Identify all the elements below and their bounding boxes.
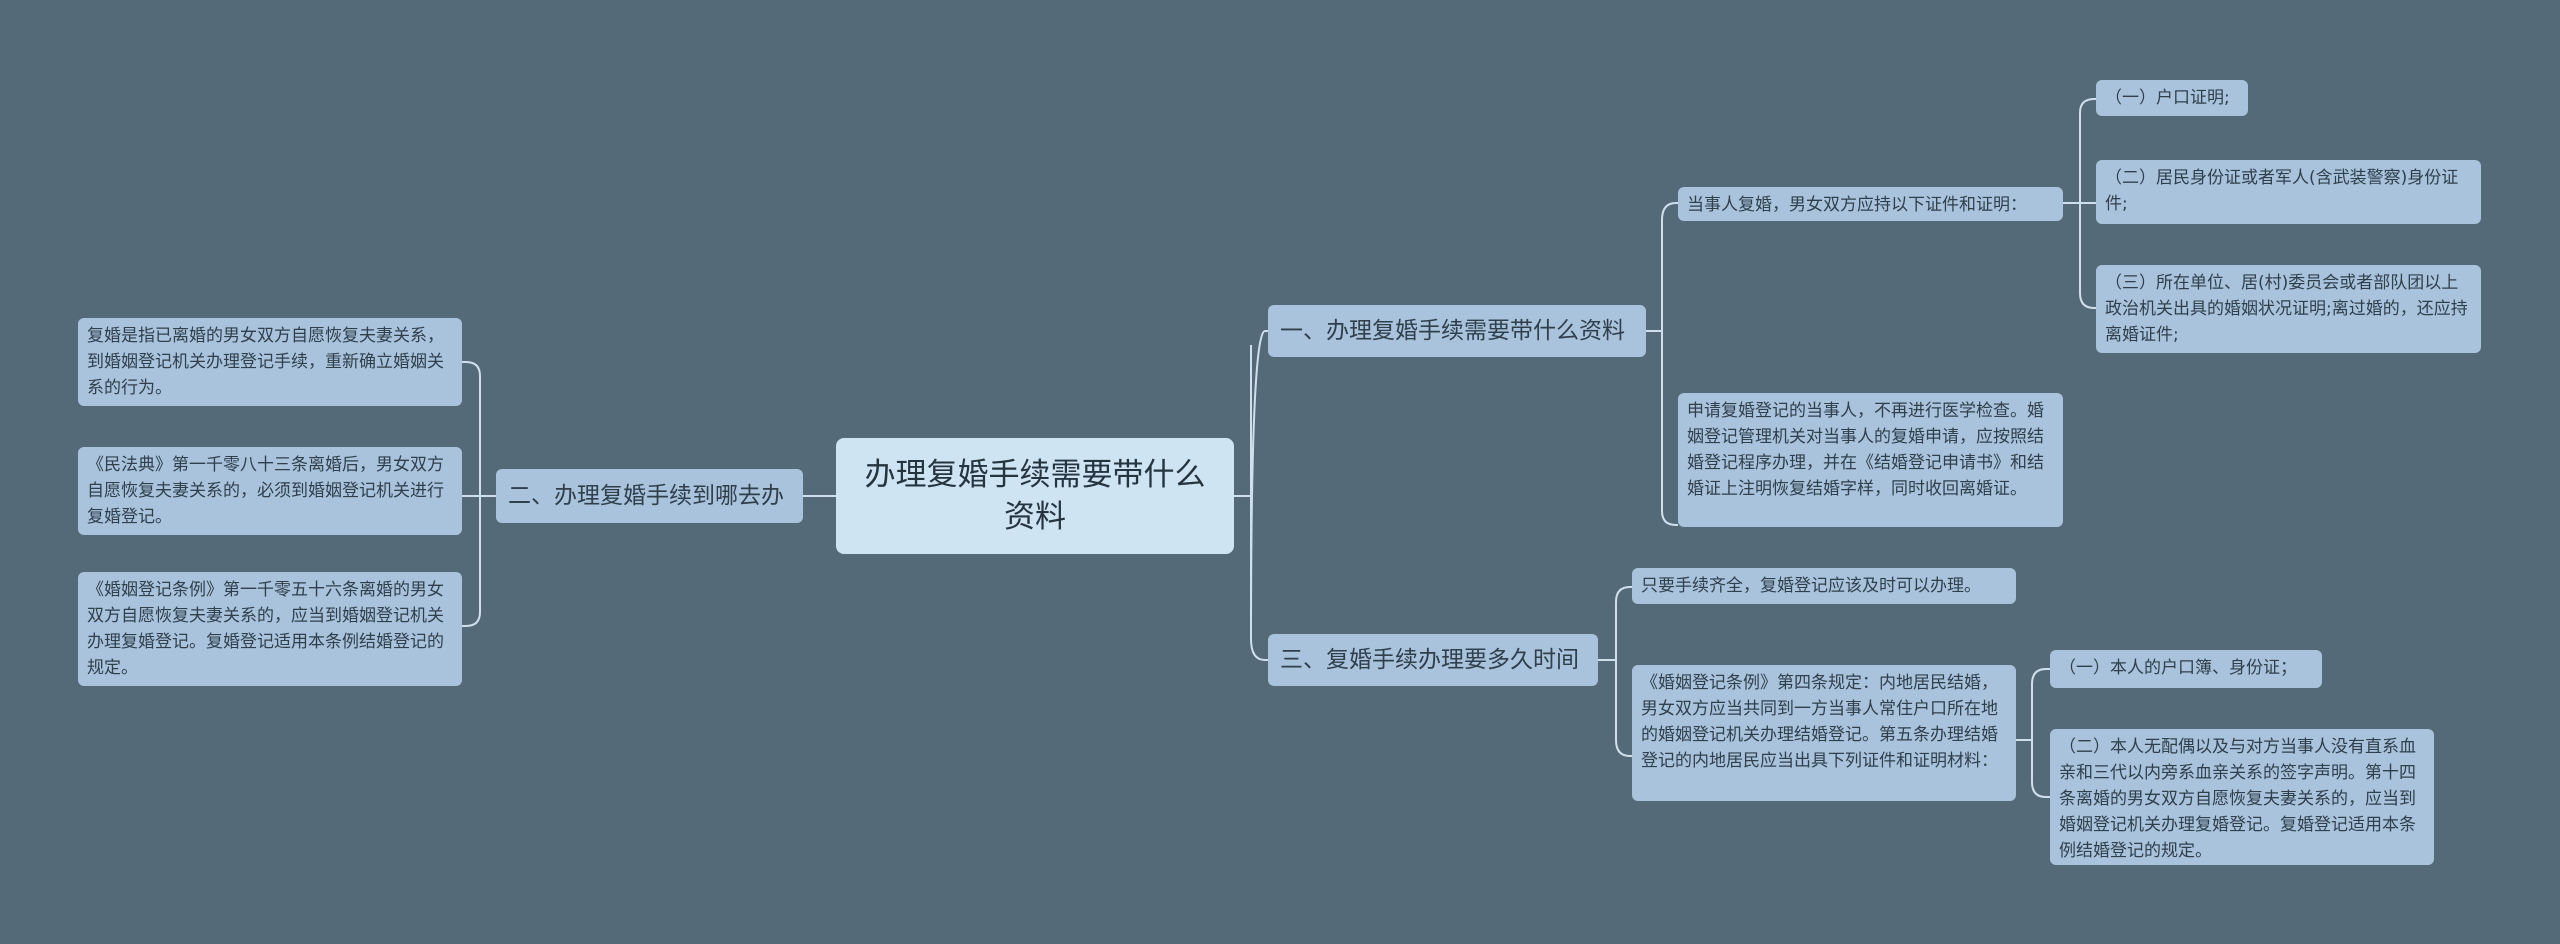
b2-child-civil-code-text: 《民法典》第一千零八十三条离婚后，男女双方自愿恢复夫妻关系的，必须到婚姻登记机关… [87, 455, 444, 527]
article-item-signed-declaration[interactable]: （二）本人无配偶以及与对方当事人没有直系血亲和三代以内旁系血亲关系的签字声明。第… [2050, 729, 2434, 865]
b2-child-registration-regulation-text: 《婚姻登记条例》第一千零五十六条离婚的男女双方自愿恢复夫妻关系的，应当到婚姻登记… [87, 580, 444, 678]
branch-3-label: 三、复婚手续办理要多久时间 [1280, 647, 1579, 673]
article-item-signed-declaration-text: （二）本人无配偶以及与对方当事人没有直系血亲和三代以内旁系血亲关系的签字声明。第… [2059, 737, 2416, 861]
article-item-household-book-id[interactable]: （一）本人的户口簿、身份证； [2050, 650, 2322, 688]
branch-2-where-to-apply[interactable]: 二、办理复婚手续到哪去办 [496, 469, 803, 523]
branch-1-required-documents[interactable]: 一、办理复婚手续需要带什么资料 [1268, 305, 1646, 357]
b3-child-regulation-article-4-text: 《婚姻登记条例》第四条规定：内地居民结婚，男女双方应当共同到一方当事人常住户口所… [1641, 673, 1998, 771]
b1-child-documents-intro[interactable]: 当事人复婚，男女双方应持以下证件和证明： [1678, 187, 2063, 221]
b3-child-timely-processing[interactable]: 只要手续齐全，复婚登记应该及时可以办理。 [1632, 568, 2016, 604]
b1-child-no-medical-check[interactable]: 申请复婚登记的当事人，不再进行医学检查。婚姻登记管理机关对当事人的复婚申请，应按… [1678, 393, 2063, 527]
branch-1-label: 一、办理复婚手续需要带什么资料 [1280, 318, 1625, 344]
doc-item-id-card[interactable]: （二）居民身份证或者军人(含武装警察)身份证件; [2096, 160, 2481, 224]
branch-2-label: 二、办理复婚手续到哪去办 [508, 483, 784, 509]
root-topic-label: 办理复婚手续需要带什么资料 [864, 457, 1206, 535]
doc-item-marital-status-proof-text: （三）所在单位、居(村)委员会或者部队团以上政治机关出具的婚姻状况证明;离过婚的… [2105, 273, 2468, 345]
doc-item-household-register[interactable]: （一）户口证明; [2096, 80, 2248, 116]
branch-3-processing-time[interactable]: 三、复婚手续办理要多久时间 [1268, 634, 1598, 686]
b2-child-definition[interactable]: 复婚是指已离婚的男女双方自愿恢复夫妻关系，到婚姻登记机关办理登记手续，重新确立婚… [78, 318, 462, 406]
b3-child-timely-processing-text: 只要手续齐全，复婚登记应该及时可以办理。 [1641, 576, 1981, 596]
b2-child-civil-code[interactable]: 《民法典》第一千零八十三条离婚后，男女双方自愿恢复夫妻关系的，必须到婚姻登记机关… [78, 447, 462, 535]
b1-child-documents-intro-text: 当事人复婚，男女双方应持以下证件和证明： [1687, 195, 2027, 215]
b2-child-registration-regulation[interactable]: 《婚姻登记条例》第一千零五十六条离婚的男女双方自愿恢复夫妻关系的，应当到婚姻登记… [78, 572, 462, 686]
b1-child-no-medical-check-text: 申请复婚登记的当事人，不再进行医学检查。婚姻登记管理机关对当事人的复婚申请，应按… [1687, 401, 2044, 499]
doc-item-marital-status-proof[interactable]: （三）所在单位、居(村)委员会或者部队团以上政治机关出具的婚姻状况证明;离过婚的… [2096, 265, 2481, 353]
root-topic[interactable]: 办理复婚手续需要带什么资料 [836, 438, 1234, 554]
doc-item-household-register-text: （一）户口证明; [2105, 88, 2230, 108]
b2-child-definition-text: 复婚是指已离婚的男女双方自愿恢复夫妻关系，到婚姻登记机关办理登记手续，重新确立婚… [87, 326, 444, 398]
doc-item-id-card-text: （二）居民身份证或者军人(含武装警察)身份证件; [2105, 168, 2459, 214]
b3-child-regulation-article-4[interactable]: 《婚姻登记条例》第四条规定：内地居民结婚，男女双方应当共同到一方当事人常住户口所… [1632, 665, 2016, 801]
article-item-household-book-id-text: （一）本人的户口簿、身份证； [2059, 658, 2297, 678]
